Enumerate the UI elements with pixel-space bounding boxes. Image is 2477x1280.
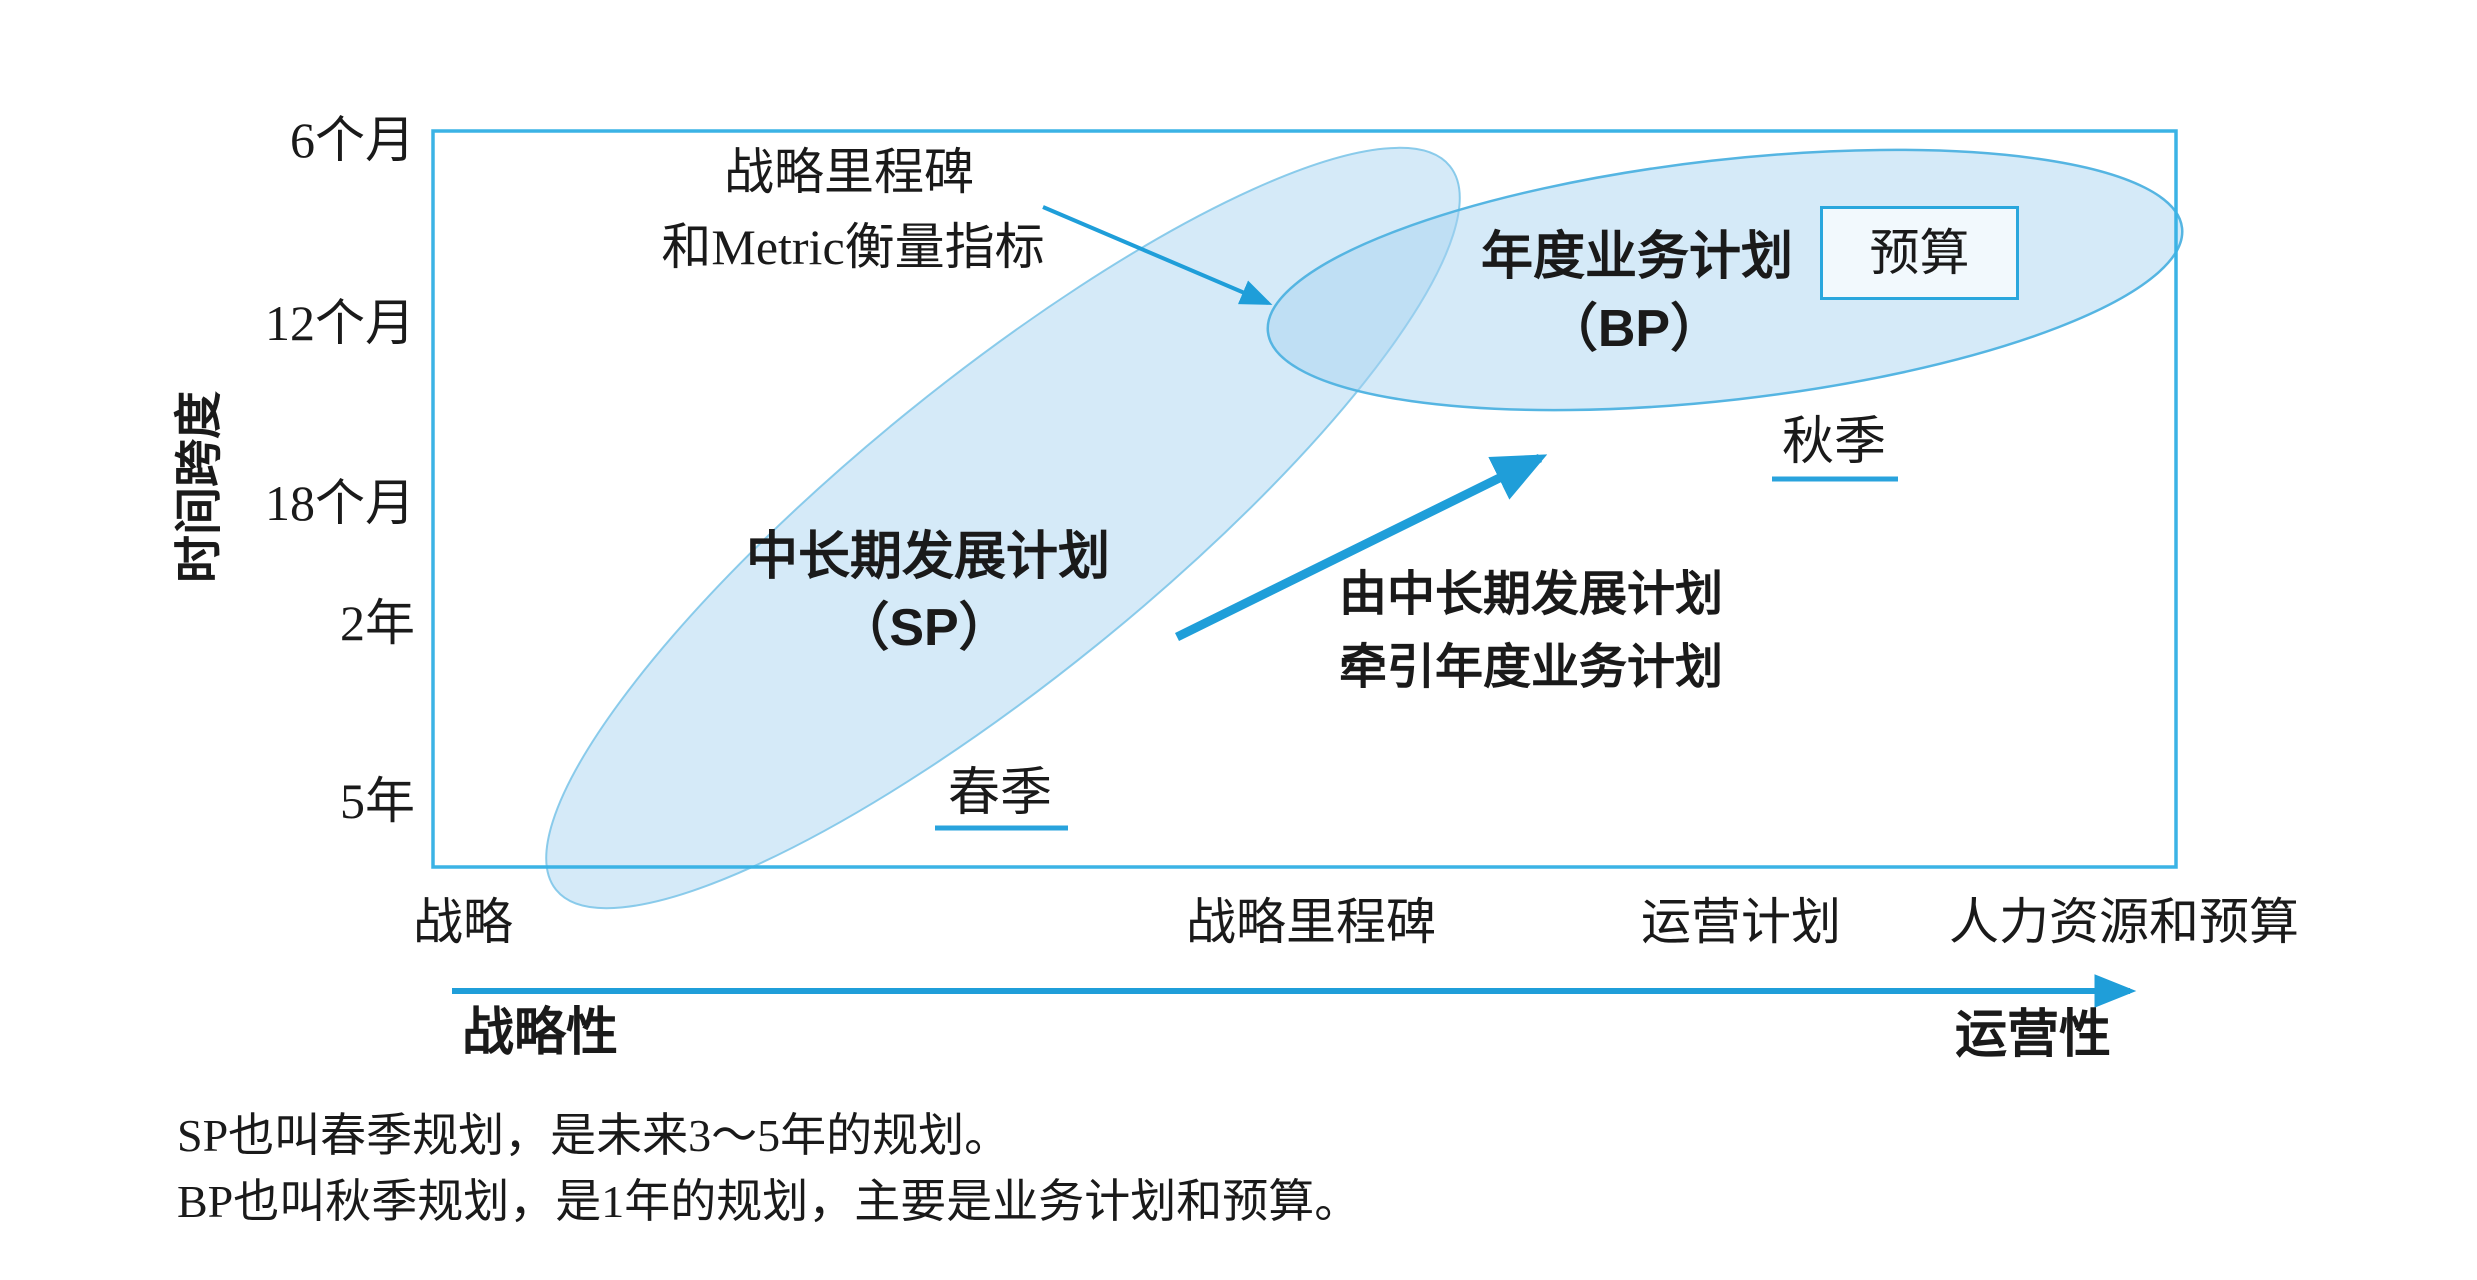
chart-border: [431, 129, 2178, 869]
x-label-hr-and-budget: 人力资源和预算: [1949, 894, 2299, 950]
drive-arrow: [1175, 453, 1548, 642]
sp-title: 中长期发展计划: [745, 528, 1111, 586]
pole-strategic: 战略性: [462, 1004, 619, 1062]
y-tick-6months: 6个月: [290, 112, 415, 168]
footnote-sp: SP也叫春季规划，是未来3～5年的规划。: [177, 1110, 1011, 1161]
bp-subtitle: （BP）: [1545, 300, 1723, 358]
budget-box: 预算: [1820, 206, 2019, 300]
spring-label: 春季: [947, 765, 1053, 822]
sp-ellipse: [545, 146, 1461, 910]
sp-subtitle: （SP）: [837, 599, 1011, 657]
milestone-label-line2: 和Metric衡量指标: [661, 219, 1045, 275]
x-label-strategy: 战略: [413, 894, 513, 950]
y-tick-5years: 5年: [340, 773, 415, 829]
y-tick-18months: 18个月: [265, 475, 415, 531]
footnote-bp: BP也叫秋季规划，是1年的规划，主要是业务计划和预算。: [177, 1176, 1361, 1227]
x-label-operation-plan: 运营计划: [1641, 894, 1841, 950]
pole-operational: 运营性: [1955, 1006, 2112, 1064]
x-label-strategy-milestone: 战略里程碑: [1186, 894, 1436, 950]
y-axis-title: 时间跨度: [173, 390, 226, 584]
budget-label: 预算: [1869, 225, 1970, 281]
drive-label-line2: 牵引年度业务计划: [1339, 641, 1724, 694]
bp-title: 年度业务计划: [1480, 228, 1794, 286]
milestone-arrow: [1042, 205, 1273, 305]
drive-label-line1: 由中长期发展计划: [1339, 568, 1724, 621]
y-tick-12months: 12个月: [265, 295, 415, 351]
y-tick-2years: 2年: [340, 595, 415, 651]
autumn-label: 秋季: [1781, 414, 1887, 471]
milestone-label-line1: 战略里程碑: [724, 144, 974, 200]
